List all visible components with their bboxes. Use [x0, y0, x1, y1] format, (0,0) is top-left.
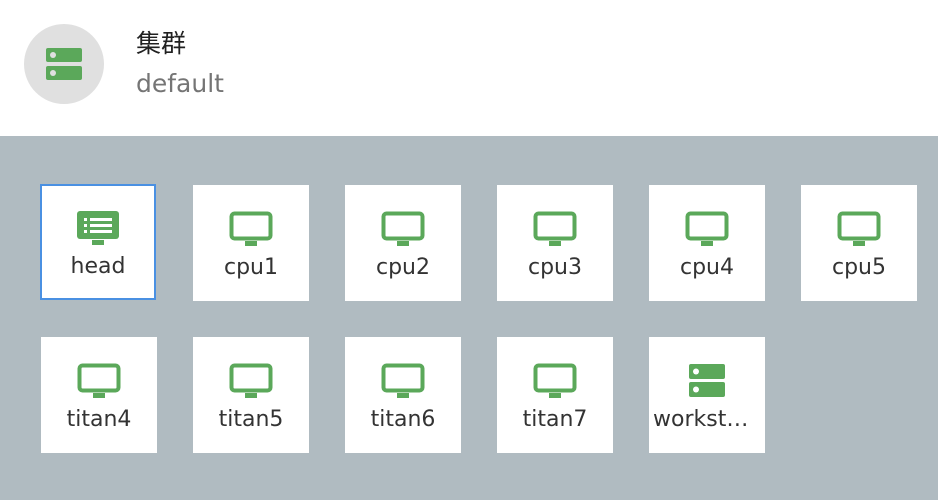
- node-label: cpu1: [223, 255, 278, 280]
- node-tile-titan4[interactable]: titan4: [41, 337, 157, 453]
- node-label: titan7: [522, 407, 588, 432]
- node-tile-cpu2[interactable]: cpu2: [345, 185, 461, 301]
- node-label: head: [70, 254, 126, 279]
- node-label: cpu2: [375, 255, 430, 280]
- monitor-icon: [837, 211, 881, 246]
- monitor-icon: [533, 211, 577, 246]
- node-label: cpu3: [527, 255, 582, 280]
- monitor-icon: [229, 363, 273, 398]
- node-tile-titan7[interactable]: titan7: [497, 337, 613, 453]
- cluster-title: 集群: [136, 29, 187, 58]
- node-label: titan6: [370, 407, 436, 432]
- server-icon: [46, 48, 82, 80]
- node-tile-head[interactable]: head: [40, 184, 156, 300]
- node-tile-cpu4[interactable]: cpu4: [649, 185, 765, 301]
- node-label: titan5: [218, 407, 284, 432]
- node-tile-titan5[interactable]: titan5: [193, 337, 309, 453]
- monitor-list-icon: [77, 211, 119, 245]
- node-tile-workstation[interactable]: workstation: [649, 337, 765, 453]
- node-tile-titan6[interactable]: titan6: [345, 337, 461, 453]
- node-label: cpu5: [831, 255, 886, 280]
- cluster-header: 集群 default: [0, 0, 938, 136]
- monitor-icon: [685, 211, 729, 246]
- node-tile-cpu5[interactable]: cpu5: [801, 185, 917, 301]
- node-tile-cpu1[interactable]: cpu1: [193, 185, 309, 301]
- monitor-icon: [381, 363, 425, 398]
- monitor-icon: [229, 211, 273, 246]
- cluster-avatar: [24, 24, 104, 104]
- node-tile-cpu3[interactable]: cpu3: [497, 185, 613, 301]
- server-icon: [689, 364, 725, 397]
- node-label: workstation: [653, 407, 761, 432]
- monitor-icon: [381, 211, 425, 246]
- monitor-icon: [533, 363, 577, 398]
- node-label: cpu4: [679, 255, 734, 280]
- node-grid: head cpu1 cpu2 cpu3 cpu4: [0, 136, 938, 500]
- monitor-icon: [77, 363, 121, 398]
- cluster-subtitle: default: [136, 69, 224, 98]
- node-label: titan4: [66, 407, 132, 432]
